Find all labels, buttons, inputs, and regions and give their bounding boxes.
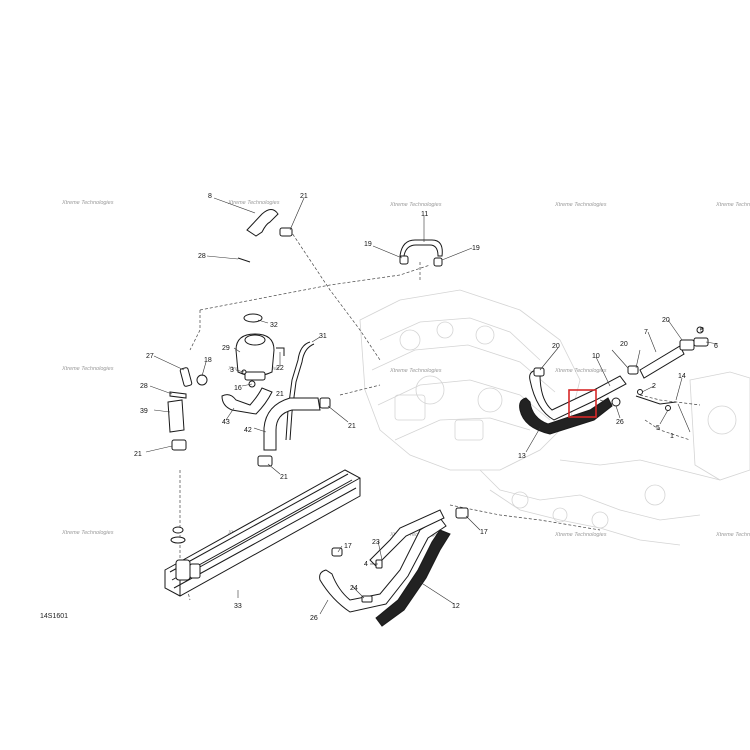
callout-43: 43 [222,419,230,426]
clamp-21-left [171,439,187,451]
callout-5-low: 5 [656,425,660,432]
callout-31: 31 [319,333,327,340]
callout-39: 39 [140,408,148,415]
callout-42: 42 [244,427,252,434]
fitting-22 [276,347,285,356]
callout-23: 23 [372,539,380,546]
leader-lines [145,197,719,615]
callout-2: 2 [652,383,656,390]
watermark-text: Xtreme Technologies [389,532,442,538]
watermark-text: Xtreme Technologies [61,530,114,536]
watermark-text: Xtreme Technologies [554,368,607,374]
hose-39 [167,399,185,433]
fitting-26 [611,397,621,407]
callout-19-right: 19 [472,245,480,252]
reservoir-cap-32 [243,313,263,323]
coolant-reservoir [235,313,275,381]
callout-20-mid: 20 [620,341,628,348]
fitting-27 [179,367,193,387]
fitting-18 [196,374,208,386]
callout-18: 18 [204,357,212,364]
callout-4: 4 [364,561,368,568]
callout-33: 33 [234,603,242,610]
callout-labels: 1 2 3 4 5 5 6 7 8 10 11 12 13 14 16 17 1… [134,193,718,622]
radiator-33 [164,469,361,597]
fitting-24 [361,595,373,603]
hose-42 [263,397,321,451]
callout-26-right: 26 [616,419,624,426]
callout-11: 11 [421,211,428,218]
callout-17-left: 17 [344,543,352,550]
callout-24: 24 [350,585,358,592]
hose-11 [399,239,443,257]
right-pipe-assembly [519,326,709,435]
callout-22: 22 [276,365,284,372]
callout-20-right: 20 [662,317,670,324]
clamp-20-mid [627,365,639,375]
callout-28-left: 28 [140,383,148,390]
watermark-text: Xtreme Technologies [389,202,442,208]
clamp-20-left [533,367,545,377]
tube-28 [169,391,187,399]
clamp-21-top [279,227,293,237]
callout-21-center: 21 [276,391,284,398]
watermark-text: Xtreme Technologies [715,202,750,208]
fitting-6 [693,337,709,347]
callout-7: 7 [644,329,648,336]
callout-21-mid: 21 [348,423,356,430]
clamp-19-right [433,257,443,267]
watermark-text: Xtreme Technologies [554,202,607,208]
pin-28 [237,257,251,263]
figure-reference: 14S1601 [40,613,68,620]
hose-31-inner [289,343,315,441]
watermark-text: Xtreme Technologies [61,366,114,372]
watermark-text: Xtreme Technologies [715,532,750,538]
clamp-17-right [455,507,469,519]
hose-43 [221,387,273,415]
callout-10: 10 [592,353,600,360]
callout-32: 32 [270,322,278,329]
watermark-text: Xtreme Technologies [227,200,280,206]
callout-16: 16 [234,385,242,392]
callout-17-right: 17 [480,529,488,536]
clamp-19-left [399,255,409,265]
callout-28-top: 28 [198,253,206,260]
callout-21-top: 21 [300,193,308,200]
tube-14 [635,395,677,405]
highlight-box [568,389,597,418]
fitting-2 [637,389,643,395]
callout-12: 12 [452,603,460,610]
callout-26-low: 26 [310,615,318,622]
callout-1: 1 [670,433,674,440]
clamp-21-mid [319,397,331,409]
watermark-text: Xtreme Technologies [389,368,442,374]
watermark-text: Xtreme Technologies [61,200,114,206]
clamp-21-low [257,455,273,467]
clamp-17-left [331,547,343,557]
callout-13: 13 [518,453,526,460]
callout-20-left: 20 [552,343,560,350]
callout-21-left: 21 [134,451,142,458]
callout-8: 8 [208,193,212,200]
callout-19-left: 19 [364,241,372,248]
engine-block-background [359,289,750,546]
hose-8 [246,209,279,237]
callout-29: 29 [222,345,230,352]
callout-3: 3 [230,367,234,374]
clamp-20-right [679,339,695,351]
fitting-5-low [665,405,671,411]
callout-14: 14 [678,373,686,380]
callout-5-top: 5 [700,327,704,334]
lower-pipe-assembly [319,507,469,627]
hose-31 [285,341,311,441]
callout-27: 27 [146,353,154,360]
callout-21-low: 21 [280,474,288,481]
watermark-text: Xtreme Technologies [554,532,607,538]
callout-6: 6 [714,343,718,350]
